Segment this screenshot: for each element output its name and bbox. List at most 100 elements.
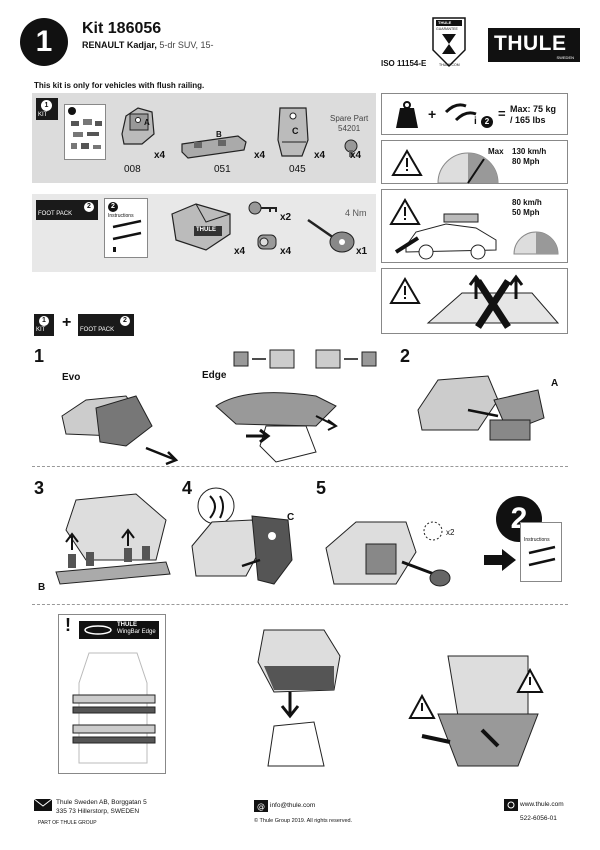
speedometer-icon xyxy=(513,231,559,255)
speed2-kmh: 80 km/h xyxy=(512,198,542,207)
footer-group: PART OF THULE GROUP xyxy=(38,820,97,826)
foot-unit-icon xyxy=(171,203,231,251)
combo-foot-pack-badge: 2 FOOT PACK xyxy=(78,314,134,336)
part-045-qty: x4 xyxy=(314,150,326,161)
torque-label: 4 Nm xyxy=(345,208,367,218)
combo-kit-number: 1 xyxy=(39,316,49,326)
kit-badge-number: 1 xyxy=(41,100,52,111)
footer-email: info@thule.com xyxy=(270,802,316,809)
lock-cylinder-icon xyxy=(257,234,277,250)
car-with-load-icon xyxy=(394,213,497,260)
speed-limit-panel: Max 130 km/h 80 Mph xyxy=(381,140,568,184)
edge-foot-removal-illustration xyxy=(215,392,338,463)
warning-triangle-icon xyxy=(389,198,421,225)
svg-text:@: @ xyxy=(257,802,265,811)
step-2-number: 2 xyxy=(400,346,411,366)
part-letter-c: C xyxy=(292,126,299,136)
spare-part-code: 54201 xyxy=(338,124,361,133)
part-045-code: 045 xyxy=(289,164,306,175)
load-info-number: 2 xyxy=(481,116,493,128)
step-1-number: 1 xyxy=(34,346,45,366)
step-3-assembly-illustration xyxy=(55,493,171,585)
key-icon xyxy=(248,201,277,215)
roof-bars-icon xyxy=(444,103,477,122)
part-008-qty: x4 xyxy=(154,150,166,161)
spare-part-qty: x4 xyxy=(350,150,362,161)
kit-badge: 1 KIT xyxy=(36,98,58,120)
foot-pinch-warning-illustration xyxy=(408,655,544,767)
booklet-parts-icon xyxy=(71,119,102,149)
combo-plus: + xyxy=(62,314,72,331)
step-badge: 1 xyxy=(20,18,68,66)
load-max-kg: Max: 75 kg xyxy=(510,104,557,114)
foot-pack-bars-icon xyxy=(112,219,142,252)
warning-triangle-icon xyxy=(389,277,421,304)
wingbar-profile-icon xyxy=(84,625,112,635)
combo-foot-number: 2 xyxy=(120,316,130,326)
wingbar-product: WingBar Edge xyxy=(117,629,156,635)
part-letter-a: A xyxy=(144,118,150,127)
speedometer-icon xyxy=(437,152,499,184)
web-icon xyxy=(504,799,518,811)
part-008-code: 008 xyxy=(124,164,141,175)
iso-label: ISO 11154-E xyxy=(381,59,427,68)
part-letter-b: B xyxy=(216,130,222,139)
mail-icon xyxy=(33,798,53,811)
step-5-qty: x2 xyxy=(446,528,455,537)
weight-icon xyxy=(396,101,418,128)
footer-company: Thule Sweden AB, Borggatan 5 xyxy=(56,799,147,806)
evo-label: Evo xyxy=(62,372,81,383)
load-max-lbs: / 165 lbs xyxy=(510,115,546,125)
foot-pack-badge: 2 FOOT PACK xyxy=(36,200,98,220)
wingbar-label-box: THULE WingBar Edge xyxy=(79,621,159,639)
tool-qty: x1 xyxy=(356,246,368,257)
speed2-mph: 50 Mph xyxy=(512,208,540,217)
warning-triangle-icon xyxy=(391,149,423,176)
part-051-code: 051 xyxy=(214,164,231,175)
step-2-bracket-illustration xyxy=(417,375,545,441)
speed-max-label: Max xyxy=(488,147,504,156)
step-5-number: 5 xyxy=(316,478,327,498)
foot-pack-badge-number: 2 xyxy=(84,202,94,212)
info-i-icon: i xyxy=(474,116,477,127)
divider xyxy=(32,604,568,605)
brand-logo: THULE SWEDEN xyxy=(488,28,580,62)
next-instr-bars-icon xyxy=(528,545,556,567)
footer-web: www.thule.com xyxy=(520,801,564,808)
load-limit-panel: + i 2 = Max: 75 kg / 165 lbs xyxy=(381,93,568,135)
foot-onto-rail-illustration xyxy=(257,629,341,767)
foot-pack-instr-number: 2 xyxy=(108,202,118,212)
guarantee-seal: THULE GUARANTEE THULE.COM xyxy=(432,16,466,68)
footer-copyright: © Thule Group 2019. All rights reserved. xyxy=(254,818,353,824)
kit-badge-label: KIT xyxy=(38,112,48,118)
spare-part-label: Spare Part xyxy=(330,114,369,123)
load-plus: + xyxy=(428,106,437,122)
foot-pack-instr-label: Instructions xyxy=(108,213,134,219)
foot-pack-instructions: 2 Instructions xyxy=(104,198,148,258)
speed-kmh: 130 km/h xyxy=(512,147,547,156)
edge-cap-removal-icons xyxy=(233,349,377,369)
kit-title: Kit 186056 xyxy=(82,20,162,37)
roof-lift-prohibited-icon xyxy=(426,274,560,329)
step-4-pad-illustration xyxy=(191,515,293,585)
key-qty: x2 xyxy=(280,212,292,223)
guarantee-bottom: THULE.COM xyxy=(439,63,460,67)
next-instructions-booklet: Instructions xyxy=(520,522,562,582)
vehicle-make: RENAULT Kadjar, xyxy=(82,40,157,50)
vehicle-line: RENAULT Kadjar, 5-dr SUV, 15- xyxy=(82,40,214,50)
step-4-number: 4 xyxy=(182,478,193,498)
brand-logo-sub: SWEDEN xyxy=(556,55,574,60)
foot-pack-badge-label: FOOT PACK xyxy=(38,211,73,217)
combo-kit-badge: 1 KIT xyxy=(34,314,54,336)
part-008-bracket-icon xyxy=(121,107,155,145)
footer-address: 335 73 Hillerstorp, SWEDEN xyxy=(56,808,140,815)
lock-qty: x4 xyxy=(280,246,292,257)
guarantee-shield-icon xyxy=(432,17,466,68)
kit-instruction-booklet xyxy=(64,104,106,160)
screw-detail-icon xyxy=(423,521,443,541)
wingbar-brand: THULE xyxy=(117,622,137,628)
no-roof-load-panel xyxy=(381,268,568,334)
guarantee-top: THULE xyxy=(438,20,452,25)
foot-logo-text: THULE xyxy=(196,227,216,233)
part-051-qty: x4 xyxy=(254,150,266,161)
